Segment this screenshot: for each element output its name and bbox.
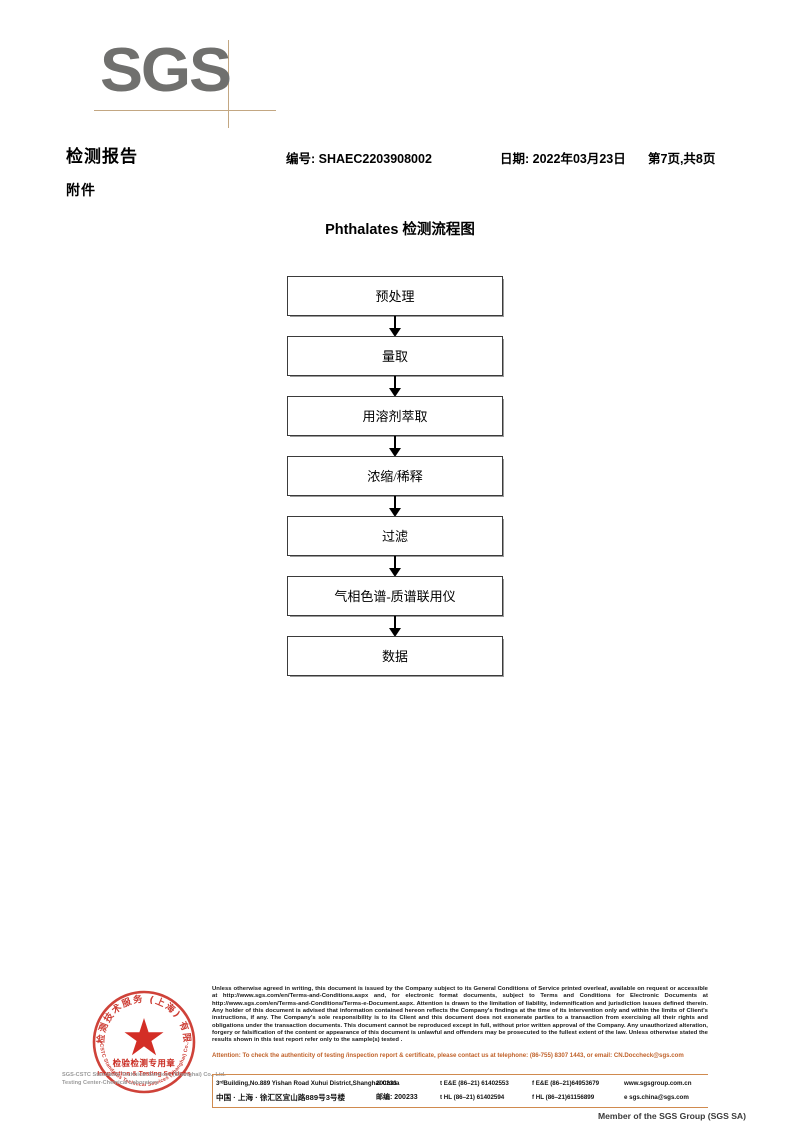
logo-vertical-rule	[228, 40, 229, 128]
flow-arrow-down-icon	[287, 616, 503, 637]
flow-node: 用溶剂萃取	[287, 396, 503, 436]
flow-node: 预处理	[287, 276, 503, 316]
website-link[interactable]: www.sgsgroup.com.cn	[624, 1080, 692, 1087]
page-subtitle: 附件	[66, 182, 96, 198]
page-title: 检测报告	[66, 147, 138, 166]
telephone-hl: t HL (86–21) 61402594	[440, 1094, 505, 1101]
flow-arrow-down-icon	[287, 496, 503, 517]
address-row-cn: 中国 · 上海 · 徐汇区宜山路889号3号楼 邮编: 200233 t HL …	[216, 1091, 708, 1105]
page-indicator: 第7页,共8页	[648, 152, 716, 166]
flow-node: 量取	[287, 336, 503, 376]
flow-node-label: 浓缩/稀释	[367, 469, 423, 484]
email-link[interactable]: e sgs.china@sgs.com	[624, 1094, 689, 1101]
logo-wordmark: SGS	[100, 36, 232, 105]
legal-terms-text: Unless otherwise agreed in writing, this…	[212, 986, 708, 1044]
flow-node-label: 气相色谱-质谱联用仪	[334, 589, 456, 604]
address-bottom-rule	[212, 1107, 708, 1108]
address-row-en: 3ʳᵈBuilding,No.889 Yishan Road Xuhui Dis…	[216, 1077, 708, 1091]
flow-node: 浓缩/稀释	[287, 456, 503, 496]
flow-node-label: 量取	[381, 349, 408, 364]
flow-arrow-down-icon	[287, 376, 503, 397]
svg-text:检验检测专用章: 检验检测专用章	[113, 1058, 176, 1068]
address-line-cn: 中国 · 上海 · 徐汇区宜山路889号3号楼	[216, 1093, 346, 1102]
report-number: 编号: SHAEC2203908002	[286, 152, 432, 166]
address-left-rule	[212, 1074, 213, 1108]
group-membership-note: Member of the SGS Group (SGS SA)	[597, 1111, 746, 1121]
flow-node-label: 预处理	[375, 289, 415, 304]
logo-horizontal-rule	[94, 110, 276, 111]
flow-arrow-down-icon	[287, 436, 503, 457]
telephone-ee: t E&E (86–21) 61402553	[440, 1080, 509, 1087]
postcode-cn: 邮编: 200233	[376, 1094, 418, 1101]
address-line-en: 3ʳᵈBuilding,No.889 Yishan Road Xuhui Dis…	[216, 1080, 400, 1087]
flow-arrow-down-icon	[287, 556, 503, 577]
svg-text:Inspection & Testing Services: Inspection & Testing Services	[97, 1071, 191, 1078]
flow-node: 气相色谱-质谱联用仪	[287, 576, 503, 616]
flow-node-label: 用溶剂萃取	[362, 409, 428, 424]
seal-company-caption: SGS-CSTC Standards Technical Services (S…	[62, 1072, 226, 1086]
flow-node-label: 数据	[381, 649, 408, 664]
attention-notice: Attention: To check the authenticity of …	[212, 1052, 684, 1059]
flow-node: 过滤	[287, 516, 503, 556]
flowchart: 预处理 量取 用溶剂萃取 浓缩/稀释 过滤 气相色谱-质谱联	[287, 276, 503, 676]
flow-arrow-down-icon	[287, 316, 503, 337]
flowchart-title: Phthalates 检测流程图	[325, 222, 475, 238]
footer-address-block: 3ʳᵈBuilding,No.889 Yishan Road Xuhui Dis…	[216, 1077, 708, 1105]
address-top-rule	[212, 1074, 708, 1075]
flow-node-label: 过滤	[381, 529, 408, 544]
postcode-en: 200233	[376, 1080, 397, 1087]
sgs-logo: SGS	[94, 36, 280, 128]
fax-hl: f HL (86–21)61156899	[532, 1094, 595, 1101]
fax-ee: f E&E (86–21)64953679	[532, 1080, 600, 1087]
flow-node: 数据	[287, 636, 503, 676]
official-seal-stamp: 检验检测技术服务 (上海) 有限公司 SGS-CSTC Standards Te…	[90, 988, 198, 1096]
report-date: 日期: 2022年03月23日	[500, 152, 626, 166]
